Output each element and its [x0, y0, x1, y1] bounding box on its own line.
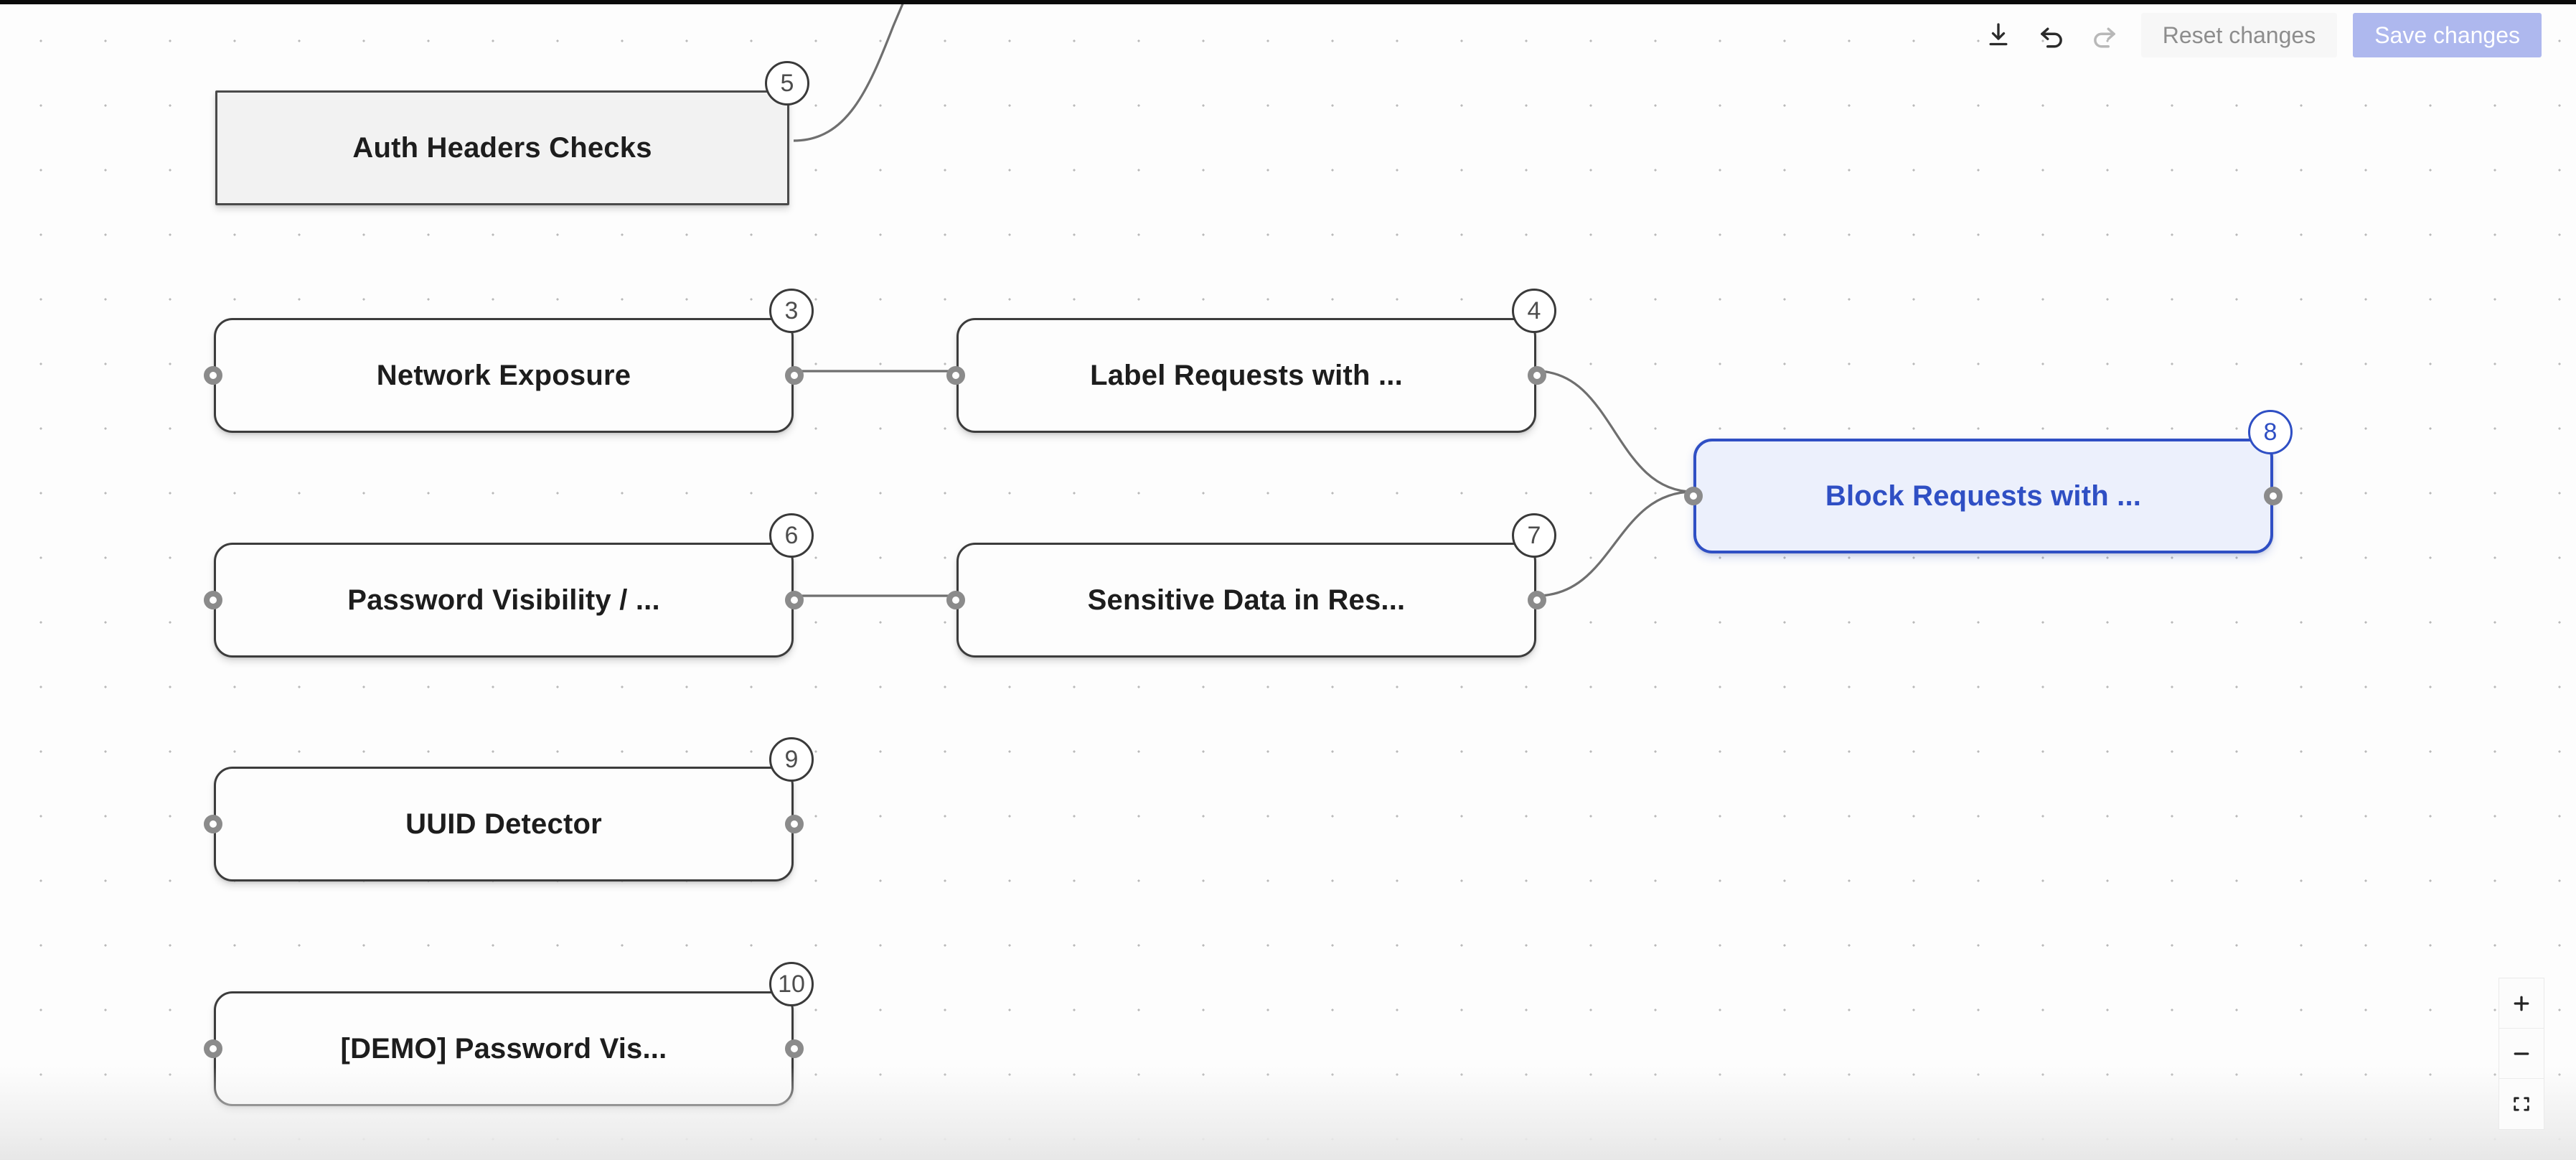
flow-node-badge: 4 [1512, 289, 1556, 333]
minus-icon[interactable] [2499, 1029, 2544, 1079]
node-handle-right[interactable] [785, 815, 804, 833]
flow-node-label: Sensitive Data in Res... [1087, 584, 1406, 616]
flow-node-sensitive-data-in-response[interactable]: Sensitive Data in Res... 7 [946, 513, 1556, 658]
node-handle-left[interactable] [1684, 487, 1703, 505]
editor-toolbar: Reset changes Save changes [1976, 13, 2542, 57]
node-handle-left[interactable] [946, 591, 965, 609]
node-handle-right[interactable] [785, 591, 804, 609]
node-handle-right[interactable] [1528, 591, 1546, 609]
flow-edge-edge-4-8[interactable] [1536, 370, 1694, 493]
flow-node-badge: 3 [769, 289, 814, 333]
flow-node-block-requests-with[interactable]: Block Requests with ... 8 [1684, 410, 2293, 553]
fit-view-icon[interactable] [2499, 1079, 2544, 1129]
flow-node-uuid-detector[interactable]: UUID Detector 9 [204, 737, 814, 881]
flow-node-badge: 7 [1512, 513, 1556, 558]
flow-node-label: Label Requests with ... [1090, 359, 1403, 391]
node-handle-left[interactable] [204, 815, 222, 833]
flow-node-label: Password Visibility / ... [347, 584, 660, 616]
node-handle-left[interactable] [946, 366, 965, 385]
node-handle-right[interactable] [785, 1039, 804, 1058]
flow-node-label: Block Requests with ... [1825, 480, 2142, 512]
node-handle-right[interactable] [1528, 366, 1546, 385]
flow-node-badge: 5 [765, 61, 809, 106]
flow-node-password-visibility[interactable]: Password Visibility / ... 6 [204, 513, 814, 658]
flow-node-auth-headers-checks[interactable]: Auth Headers Checks 5 [215, 61, 809, 205]
flow-edge-edge-5-out[interactable] [793, 4, 906, 142]
flow-node-badge: 6 [769, 513, 814, 558]
flow-node-label: [DEMO] Password Vis... [340, 1032, 667, 1065]
flow-node-badge: 9 [769, 737, 814, 782]
node-handle-left[interactable] [204, 366, 222, 385]
flow-node-label: Network Exposure [376, 359, 631, 391]
top-strip [0, 0, 2576, 4]
undo-icon[interactable] [2029, 13, 2074, 57]
flow-node-demo-password-visibility[interactable]: [DEMO] Password Vis... 10 [204, 962, 814, 1106]
plus-icon[interactable] [2499, 978, 2544, 1029]
download-icon[interactable] [1976, 13, 2021, 57]
reset-changes-button[interactable]: Reset changes [2140, 13, 2338, 57]
redo-icon[interactable] [2082, 13, 2127, 57]
flow-node-label: Auth Headers Checks [352, 131, 652, 164]
flow-node-badge: 8 [2248, 410, 2293, 454]
flow-node-label: UUID Detector [405, 808, 602, 840]
save-changes-button[interactable]: Save changes [2353, 13, 2542, 57]
flow-edge-edge-7-8[interactable] [1536, 490, 1694, 597]
node-handle-right[interactable] [785, 366, 804, 385]
zoom-controls [2499, 978, 2544, 1130]
node-handle-left[interactable] [204, 1039, 222, 1058]
flow-node-label-requests-with[interactable]: Label Requests with ... 4 [946, 289, 1556, 433]
flow-node-network-exposure[interactable]: Network Exposure 3 [204, 289, 814, 433]
node-handle-left[interactable] [204, 591, 222, 609]
node-handle-right[interactable] [2264, 487, 2283, 505]
flow-node-badge: 10 [769, 962, 814, 1006]
